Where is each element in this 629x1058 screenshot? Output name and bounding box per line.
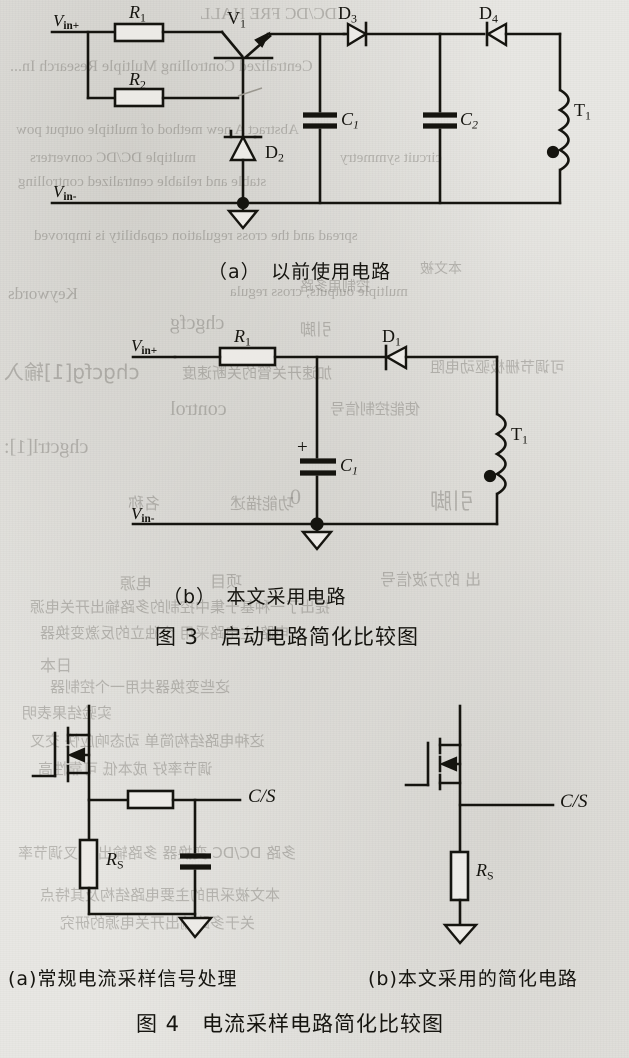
faint-pencil-mark	[237, 87, 263, 97]
label-C1-b: C1	[340, 455, 358, 478]
label-D1-b: D1	[382, 326, 401, 349]
previous-startup-circuit-svg	[50, 21, 570, 230]
label-D4: D4	[479, 3, 498, 26]
figure3-title: 图 3 启动电路简化比较图	[155, 625, 420, 649]
figure3-caption-b: （b） 本文采用电路	[163, 586, 347, 608]
bleed-through-text: Keywords	[8, 284, 78, 303]
resistor-filter-a	[126, 789, 175, 810]
figure4-caption-a: (a)常规电流采样信号处理	[8, 968, 238, 990]
resistor-R1	[113, 22, 165, 43]
label-V1: V1	[227, 8, 246, 31]
bleed-through-text: 这些变换器共用一个控制器	[50, 678, 231, 696]
label-C1: C1	[341, 109, 359, 132]
resistor-Rs-a	[78, 838, 99, 890]
inductor-T1-coil-b	[494, 412, 507, 496]
label-vin-plus-b: Vin+	[131, 336, 158, 358]
transistor-emitter-arrow	[254, 31, 271, 48]
label-D3: D3	[338, 3, 357, 26]
figure3-caption-a: （a） 以前使用电路	[208, 261, 392, 283]
transformer-polarity-dot-b	[483, 469, 497, 483]
label-R2: R2	[129, 69, 146, 92]
diode-D3-triangle	[346, 21, 369, 48]
label-D2: D2	[265, 142, 284, 165]
resistor-R1-b	[218, 346, 277, 367]
label-T1: T1	[574, 100, 591, 123]
bleed-through-text: 电源	[120, 574, 153, 593]
proposed-startup-circuit-svg	[131, 344, 507, 551]
figure4-caption-b: (b)本文采用的简化电路	[368, 968, 578, 990]
figure3-subfigure-b: Vin+ Vin- R1 D1 + C1 T1	[0, 318, 629, 558]
diode-D4-triangle	[485, 21, 508, 48]
zener-D2-triangle	[229, 134, 257, 162]
resistor-Rs-b	[449, 850, 470, 902]
ground-symbol	[226, 209, 260, 230]
inductor-T1-coil	[557, 88, 570, 172]
label-vin-plus: Vin+	[53, 11, 80, 33]
label-capacitor-plus-sign: +	[297, 437, 308, 458]
figure3-subfigure-a: Vin+ Vin- R1 R2 V1 D2 D3 D4 C1 C2 T1	[0, 0, 629, 245]
label-cs-b: C/S	[560, 791, 588, 812]
conventional-current-sense-svg	[31, 704, 242, 939]
label-R1: R1	[129, 2, 146, 25]
wire-v1-collector-lead	[220, 30, 244, 58]
figure4-subfigure-b: RS C/S	[380, 700, 629, 950]
ground-symbol-4a	[177, 916, 214, 939]
diode-D1-triangle	[384, 345, 408, 371]
mosfet-body-arrow-b	[439, 756, 458, 772]
bleed-through-text: 日本	[40, 656, 73, 675]
simplified-current-sense-svg	[404, 704, 555, 945]
label-C2: C2	[460, 109, 478, 132]
bleed-through-text: multiple outputs; cross regula	[230, 284, 408, 300]
label-Rs-a: RS	[106, 849, 124, 872]
label-T1-b: T1	[511, 424, 528, 447]
figure4-subfigure-a: RS C/S	[0, 700, 320, 950]
bleed-through-text: 出 的方波信号	[380, 570, 482, 589]
figure4-title: 图 4 电流采样电路简化比较图	[136, 1012, 445, 1036]
ground-symbol-4b	[442, 923, 479, 945]
resistor-R2	[113, 87, 165, 108]
transformer-polarity-dot	[546, 145, 560, 159]
label-vin-minus-b: Vin-	[131, 504, 155, 526]
mosfet-body-arrow-a	[67, 747, 86, 763]
label-R1-b: R1	[234, 326, 251, 349]
label-vin-minus: Vin-	[53, 182, 77, 204]
label-Rs-b: RS	[476, 860, 494, 883]
bleed-through-text: 本文被	[420, 261, 462, 277]
ground-symbol-b	[300, 530, 334, 551]
label-cs-a: C/S	[248, 786, 276, 807]
